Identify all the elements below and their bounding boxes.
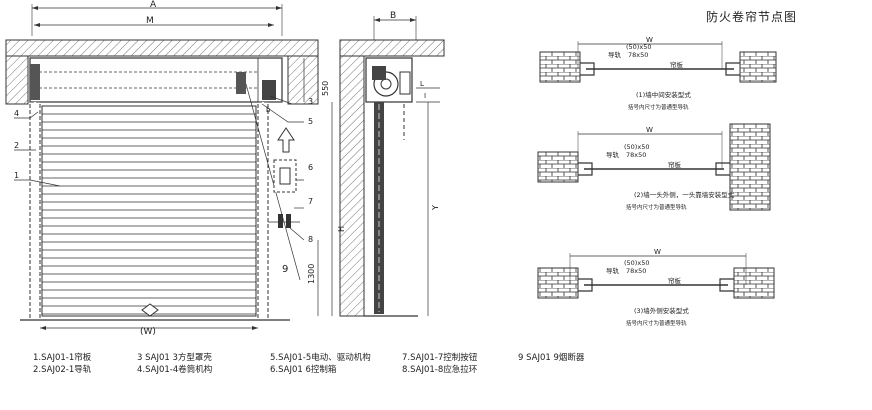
legend-item-7: 7.SAJ01-7控制按钮 bbox=[402, 353, 478, 363]
legend-col-2: 3 SAJ01 3方型罩壳 4.SAJ01-4卷筒机构 bbox=[137, 352, 212, 376]
node-rail-label: 导轨 bbox=[608, 50, 622, 59]
slat-lines bbox=[42, 113, 256, 315]
side-wall bbox=[339, 55, 365, 317]
side-lintel bbox=[339, 39, 445, 57]
legend-col-1: 1.SAJ01-1帘板 2.SAJ02-1导轨 bbox=[33, 352, 91, 376]
legend-item-6: 6.SAJ01 6控制箱 bbox=[270, 365, 337, 375]
control-button-left bbox=[278, 214, 283, 228]
left-wall-top bbox=[5, 55, 29, 105]
legend-item-5: 5.SAJ01-5电动、驱动机构 bbox=[270, 353, 371, 363]
callout-2: 2 bbox=[14, 141, 19, 150]
callout-leaders bbox=[14, 83, 306, 281]
node-detail-2: W (50)x50 导轨 78x50 帘板 (2)墙一头外侧，一头靠墙安装型式括号内尺寸为… bbox=[537, 123, 771, 211]
node-size2-label: 78x50 bbox=[628, 51, 648, 59]
brick-wall-right bbox=[729, 123, 771, 211]
dim-b-label: B bbox=[390, 11, 396, 21]
callout-9: 9 bbox=[282, 264, 288, 275]
node-caption: (2)墙一头外侧，一头靠墙安装型式 bbox=[634, 190, 735, 199]
node-curtain-label: 帘板 bbox=[670, 60, 684, 69]
diagram-title: 防火卷帘节点图 bbox=[706, 10, 798, 24]
node-caption: (3)墙外侧安装型式 bbox=[634, 306, 689, 315]
node-size1-label: (50)x50 bbox=[624, 143, 649, 151]
callout-3: 3 bbox=[308, 97, 313, 106]
drive-unit bbox=[262, 80, 276, 100]
legend-item-8: 8.SAJ01-8应急拉环 bbox=[402, 365, 478, 375]
callout-6: 6 bbox=[308, 163, 313, 172]
up-arrow-icon bbox=[277, 127, 295, 153]
legend-col-5: 9 SAJ01 9烟断器 bbox=[518, 352, 584, 364]
node-rail-label: 导轨 bbox=[606, 266, 620, 275]
node-size1-label: (50)x50 bbox=[624, 259, 649, 267]
node-w-label: W bbox=[646, 126, 653, 134]
motor-block bbox=[236, 72, 246, 94]
node-note: 括号内尺寸为普通型导轨 bbox=[626, 319, 687, 327]
dimension-m: M bbox=[34, 16, 274, 27]
dim-a-label: A bbox=[150, 0, 157, 10]
dim-m-label: M bbox=[146, 16, 154, 26]
legend-item-4: 4.SAJ01-4卷筒机构 bbox=[137, 365, 213, 375]
brick-wall-left bbox=[537, 267, 579, 299]
legend-item-3: 3 SAJ01 3方型罩壳 bbox=[137, 353, 212, 363]
legend-col-3: 5.SAJ01-5电动、驱动机构 6.SAJ01 6控制箱 bbox=[270, 352, 371, 376]
callout-8: 8 bbox=[308, 235, 313, 244]
dim-y-label: Y bbox=[431, 205, 440, 211]
control-button-right bbox=[286, 214, 291, 228]
node-size1-label: (50)x50 bbox=[626, 43, 651, 51]
lintel-slab bbox=[5, 39, 319, 57]
callout-4: 4 bbox=[14, 109, 19, 118]
curtain-slats bbox=[41, 105, 257, 317]
brick-wall-left bbox=[539, 51, 581, 83]
callout-1: 1 bbox=[14, 171, 19, 180]
bottom-bar-handle bbox=[141, 303, 159, 317]
node-note: 括号内尺寸为普通型导轨 bbox=[626, 203, 687, 211]
brick-wall-left bbox=[537, 151, 579, 183]
dim-w-label: (W) bbox=[140, 327, 156, 337]
dim-i-label: I bbox=[424, 92, 426, 100]
left-bracket bbox=[30, 64, 40, 100]
node-note: 括号内尺寸为普通型导轨 bbox=[628, 103, 689, 111]
node-caption: (1)墙中间安装型式 bbox=[636, 90, 691, 99]
node-curtain-label: 帘板 bbox=[668, 276, 682, 285]
front-elevation: A M 550 (W) bbox=[5, 0, 346, 337]
dim-1300-label: 1300 bbox=[307, 264, 316, 284]
legend-item-1: 1.SAJ01-1帘板 bbox=[33, 353, 92, 363]
dim-550-label: 550 bbox=[321, 81, 330, 96]
left-guide-rail bbox=[29, 101, 41, 321]
brick-wall-right bbox=[733, 267, 775, 299]
dim-b-small-label: b bbox=[266, 106, 271, 114]
legend-item-9: 9 SAJ01 9烟断器 bbox=[518, 353, 585, 363]
control-box-inner bbox=[279, 167, 291, 185]
node-rail-label: 导轨 bbox=[606, 150, 620, 159]
node-size2-label: 78x50 bbox=[626, 151, 646, 159]
node-curtain-label: 帘板 bbox=[668, 160, 682, 169]
legend-item-2: 2.SAJ02-1导轨 bbox=[33, 365, 92, 375]
brick-wall-right bbox=[739, 51, 777, 83]
node-w-label: W bbox=[654, 248, 661, 256]
node-w-label: W bbox=[646, 36, 653, 44]
callout-5: 5 bbox=[308, 117, 313, 126]
dim-l-label: L bbox=[420, 80, 424, 88]
node-size2-label: 78x50 bbox=[626, 267, 646, 275]
right-wall-top bbox=[287, 55, 319, 105]
side-section: B L I b Y bbox=[266, 11, 445, 317]
dimension-a: A bbox=[31, 0, 283, 36]
legend-col-4: 7.SAJ01-7控制按钮 8.SAJ01-8应急拉环 bbox=[402, 352, 477, 376]
callout-7: 7 bbox=[308, 197, 313, 206]
right-guide-rail bbox=[257, 101, 269, 321]
